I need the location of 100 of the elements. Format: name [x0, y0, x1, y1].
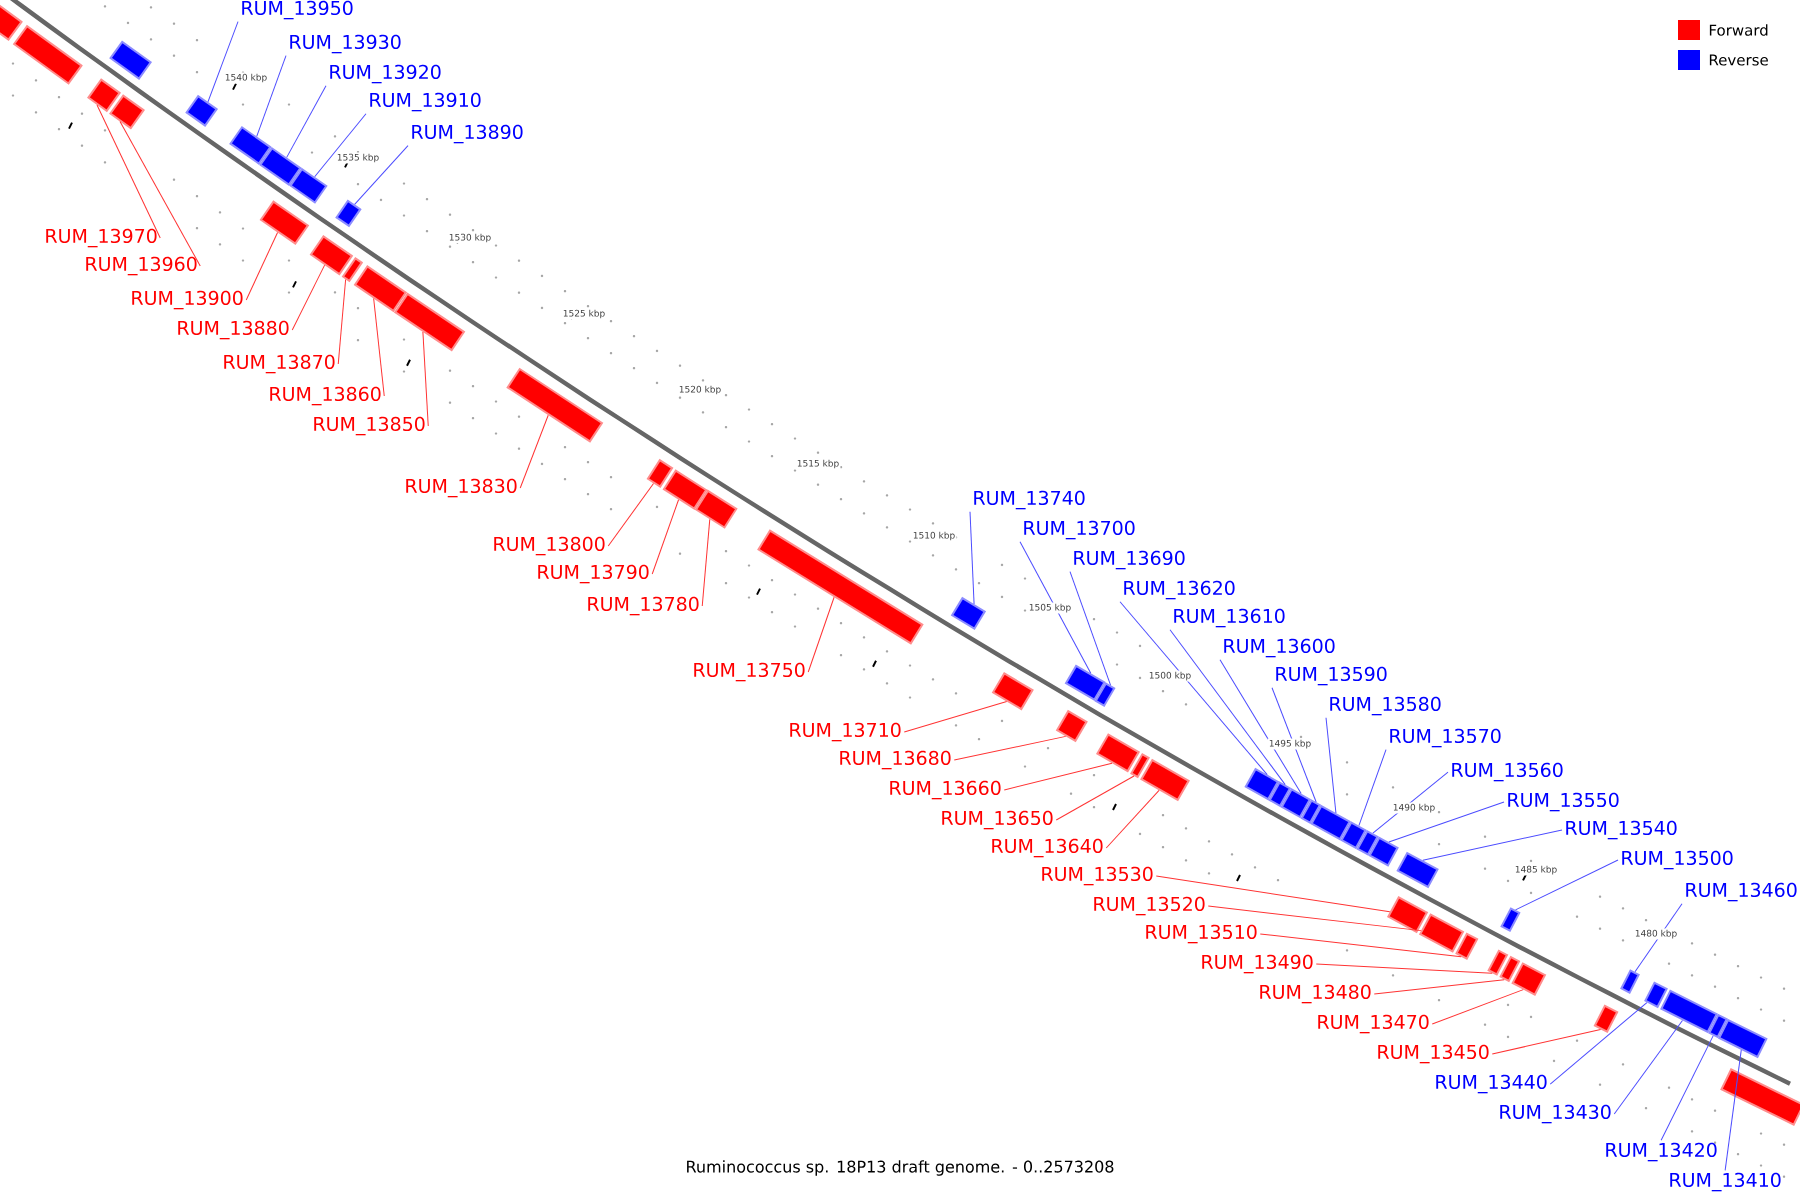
gene-label: RUM_13970	[46, 228, 157, 248]
gene-label: RUM_13900	[132, 290, 243, 310]
gene-label: RUM_13620	[1124, 580, 1235, 600]
gene-label: RUM_13560	[1452, 762, 1563, 782]
leader-line	[1119, 601, 1268, 776]
leader-line	[903, 701, 1008, 733]
gene-block	[185, 94, 218, 127]
gene-label: RUM_13530	[1042, 866, 1153, 886]
leader-line	[1634, 903, 1683, 973]
leader-line	[422, 331, 429, 427]
gene-block	[1620, 969, 1640, 994]
gene-label: RUM_13800	[494, 536, 605, 556]
gene-block	[12, 24, 83, 85]
gene-block	[259, 146, 302, 186]
gene-block	[662, 469, 708, 510]
leader-line	[1315, 963, 1493, 974]
gene-label: RUM_13640	[992, 838, 1103, 858]
leader-line	[1388, 801, 1505, 843]
leader-line	[354, 145, 409, 205]
gene-label: RUM_13440	[1436, 1074, 1547, 1094]
leader-line	[245, 231, 279, 301]
gene-label: RUM_13950	[242, 0, 353, 20]
gene-label: RUM_13570	[1390, 728, 1501, 748]
leader-line	[1325, 717, 1337, 814]
gene-block	[1368, 836, 1399, 867]
gene-label: RUM_13510	[1146, 924, 1257, 944]
gene-label: RUM_13600	[1224, 638, 1335, 658]
gene-label: RUM_13710	[790, 722, 901, 742]
gene-label: RUM_13500	[1622, 850, 1733, 870]
gene-label: RUM_13460	[1686, 882, 1797, 902]
caption: Ruminococcus sp. 18P13 draft genome. - 0..2573208	[687, 1160, 1114, 1176]
gene-label: RUM_13690	[1074, 550, 1185, 570]
gene-label: RUM_13830	[406, 478, 517, 498]
leader-line	[519, 414, 549, 489]
leader-line	[1422, 829, 1563, 861]
gene-label: RUM_13590	[1276, 666, 1387, 686]
leader-line	[1019, 541, 1092, 674]
gene-label: RUM_13520	[1094, 896, 1205, 916]
leader-line	[1055, 775, 1135, 821]
leader-line	[286, 85, 327, 158]
gene-label: RUM_13420	[1606, 1142, 1717, 1162]
leader-line	[1271, 687, 1317, 803]
gene-block	[991, 672, 1034, 711]
leader-line	[1549, 1002, 1648, 1085]
gene-label: RUM_13430	[1500, 1104, 1611, 1124]
leader-line	[1373, 979, 1505, 995]
gene-label: RUM_13700	[1024, 520, 1135, 540]
gene-label: RUM_13610	[1174, 608, 1285, 628]
leader-line	[373, 298, 385, 397]
gene-block	[229, 125, 272, 165]
gene-block	[289, 167, 328, 204]
leader-line	[314, 113, 367, 178]
gene-label: RUM_13540	[1566, 820, 1677, 840]
leader-line	[1613, 1019, 1683, 1115]
gene-block	[694, 489, 738, 529]
gene-label: RUM_13480	[1260, 984, 1371, 1004]
gene-label: RUM_13490	[1202, 954, 1313, 974]
gene-block	[0, 0, 23, 41]
gene-block	[1455, 932, 1479, 960]
gene-block	[1500, 907, 1521, 932]
gene-block	[1720, 1068, 1800, 1126]
gene-label: RUM_13680	[840, 750, 951, 770]
leader-line	[607, 483, 655, 547]
gene-label: RUM_13920	[330, 64, 441, 84]
leader-line	[1003, 762, 1113, 791]
gene-block	[1356, 829, 1379, 856]
leader-line	[1219, 659, 1302, 795]
gene-label: RUM_13580	[1330, 696, 1441, 716]
gene-label: RUM_13470	[1318, 1014, 1429, 1034]
leader-line	[1660, 1035, 1714, 1141]
leader-line	[119, 121, 201, 267]
gene-label: RUM_13790	[538, 564, 649, 584]
leader-line	[1155, 875, 1391, 913]
leader-line	[701, 518, 711, 607]
gene-label: RUM_13780	[588, 596, 699, 616]
leader-line	[1515, 859, 1619, 911]
leader-line	[207, 21, 239, 103]
leader-line	[1207, 905, 1422, 932]
leader-line	[651, 499, 680, 575]
gene-label: RUM_13550	[1508, 792, 1619, 812]
leader-line	[969, 511, 975, 605]
leader-line	[256, 55, 287, 137]
gene-label: RUM_13750	[694, 662, 805, 682]
gene-label: RUM_13930	[290, 34, 401, 54]
leader-line	[1358, 749, 1387, 827]
gene-label: RUM_13410	[1670, 1172, 1781, 1192]
gene-label: RUM_13960	[86, 256, 197, 276]
gene-label: RUM_13910	[370, 92, 481, 112]
leader-line	[1105, 789, 1160, 849]
leader-line	[1069, 571, 1112, 686]
leader-line	[1724, 1049, 1742, 1171]
leader-line	[291, 264, 326, 331]
leader-line	[1259, 933, 1462, 958]
gene-label: RUM_13740	[974, 490, 1085, 510]
gene-label: RUM_13890	[412, 124, 523, 144]
gene-label: RUM_13860	[270, 386, 381, 406]
leader-line	[1431, 989, 1524, 1025]
leader-line	[953, 735, 1067, 761]
leader-line	[96, 104, 161, 239]
leader-line	[1169, 629, 1286, 786]
